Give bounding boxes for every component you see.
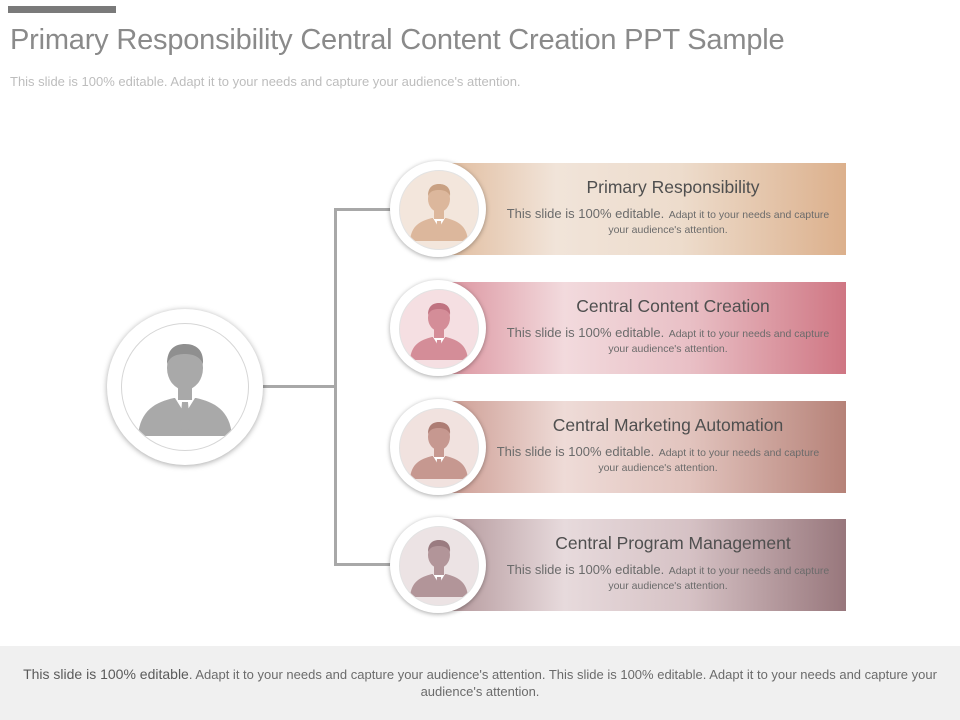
connector-branch-4 (334, 563, 394, 566)
item-description: This slide is 100% editable. Adapt it to… (506, 325, 830, 356)
item-banner (432, 282, 846, 374)
item-title: Central Content Creation (576, 296, 770, 316)
person-icon (410, 540, 468, 597)
responsibility-item-2: Central Content Creation This slide is 1… (390, 280, 846, 376)
responsibility-item-3: Central Marketing Automation This slide … (390, 399, 846, 495)
connector-vertical (334, 208, 337, 566)
connector-horizontal-main (263, 385, 336, 388)
person-icon (410, 422, 468, 479)
main-person-icon-frame (121, 323, 249, 451)
item-banner (432, 401, 846, 493)
item-icon-ring (390, 161, 486, 257)
item-banner (432, 519, 846, 611)
person-icon (410, 184, 468, 241)
person-icon (138, 344, 232, 436)
item-icon-ring (390, 399, 486, 495)
item-icon-ring (390, 517, 486, 613)
person-icon (410, 303, 468, 360)
item-title: Central Marketing Automation (552, 415, 784, 435)
item-banner (432, 163, 846, 255)
footer-bar: This slide is 100% editable. Adapt it to… (0, 646, 960, 720)
responsibility-item-4: Central Program Management This slide is… (390, 517, 846, 613)
connector-branch-1 (334, 208, 394, 211)
item-description: This slide is 100% editable. Adapt it to… (496, 444, 820, 475)
slide-subtitle: This slide is 100% editable. Adapt it to… (10, 74, 521, 89)
item-icon-ring (390, 280, 486, 376)
slide-title: Primary Responsibility Central Content C… (10, 24, 785, 56)
footer-text: This slide is 100% editable. Adapt it to… (23, 666, 937, 699)
item-title: Primary Responsibility (586, 177, 760, 197)
responsibility-item-1: Primary Responsibility This slide is 100… (390, 161, 846, 257)
title-accent-bar (8, 6, 116, 13)
item-title: Central Program Management (555, 533, 791, 553)
item-description: This slide is 100% editable. Adapt it to… (506, 562, 830, 593)
main-person-circle (107, 309, 263, 465)
item-description: This slide is 100% editable. Adapt it to… (506, 206, 830, 237)
